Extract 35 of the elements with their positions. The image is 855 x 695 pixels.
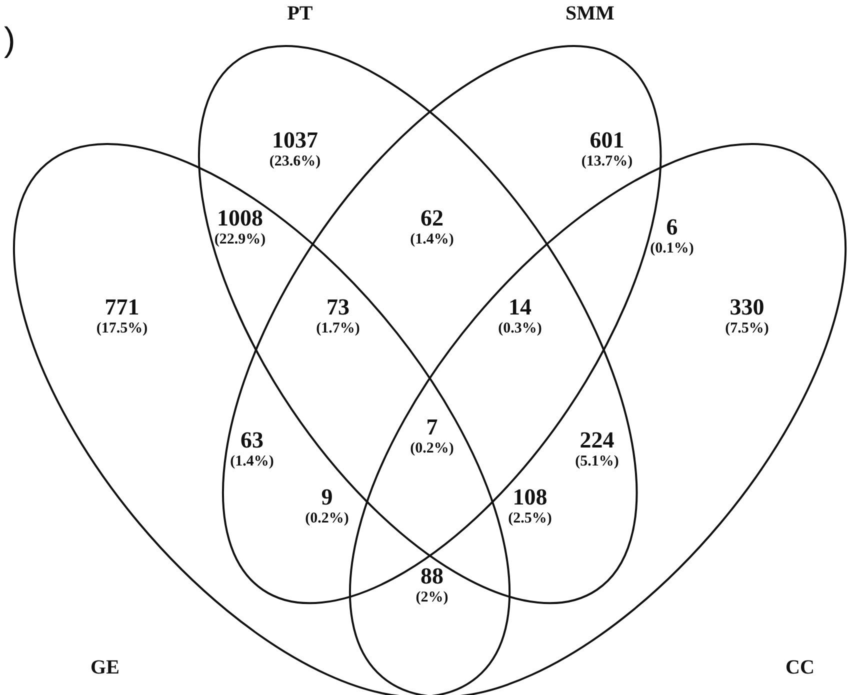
region-count: 601 bbox=[590, 128, 624, 152]
region-percentage: (1.7%) bbox=[316, 322, 360, 336]
region-count: 73 bbox=[326, 296, 350, 318]
region-percentage: (0.2%) bbox=[305, 512, 349, 526]
region-percentage: (1.4%) bbox=[230, 454, 274, 470]
region-percentage: (2.5%) bbox=[508, 512, 552, 526]
region-percentage: (23.6%) bbox=[269, 154, 321, 170]
region-count: 771 bbox=[104, 296, 140, 318]
region-count: 1037 bbox=[272, 128, 318, 152]
region-count: 14 bbox=[508, 296, 532, 318]
panel-letter: ) bbox=[4, 23, 16, 57]
region-count: 88 bbox=[420, 564, 444, 588]
region-count: 7 bbox=[426, 416, 438, 438]
region-count: 63 bbox=[240, 428, 264, 452]
region-percentage: (7.5%) bbox=[725, 322, 769, 336]
region-percentage: (5.1%) bbox=[575, 454, 619, 470]
region-percentage: (0.3%) bbox=[498, 322, 542, 336]
region-count: 9 bbox=[321, 486, 333, 508]
region-count: 108 bbox=[512, 486, 548, 508]
region-percentage: (0.2%) bbox=[410, 442, 454, 456]
region-percentage: (22.9%) bbox=[214, 232, 266, 248]
region-count: 330 bbox=[730, 296, 764, 318]
region-count: 62 bbox=[420, 206, 444, 230]
set-label: GE bbox=[90, 656, 120, 680]
region-percentage: (2%) bbox=[416, 590, 448, 606]
set-label: CC bbox=[786, 656, 814, 680]
region-percentage: (1.4%) bbox=[410, 232, 454, 248]
region-count: 224 bbox=[580, 428, 614, 452]
set-label: PT bbox=[287, 2, 313, 26]
region-percentage: (13.7%) bbox=[581, 154, 633, 170]
set-label: SMM bbox=[566, 2, 614, 26]
region-count: 1008 bbox=[217, 206, 263, 230]
region-count: 6 bbox=[666, 216, 678, 238]
region-percentage: (0.1%) bbox=[650, 242, 694, 256]
region-percentage: (17.5%) bbox=[96, 322, 148, 336]
